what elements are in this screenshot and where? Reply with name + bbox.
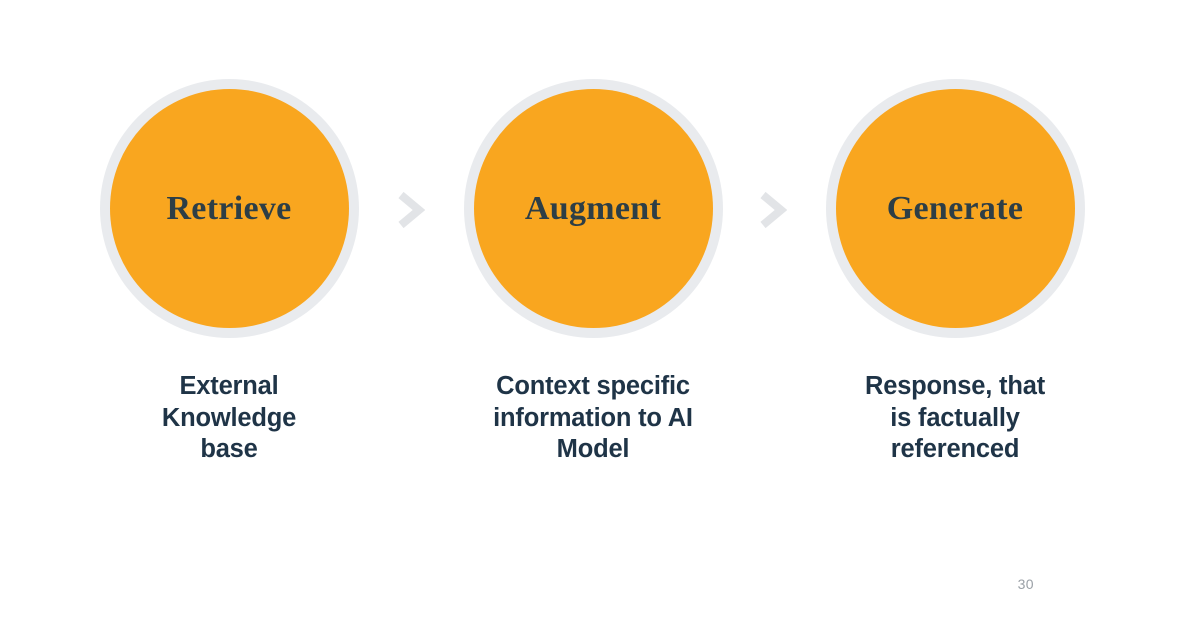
circle-disc: Generate [835,89,1075,328]
caption-line: referenced [890,435,1020,463]
caption-line: Model [556,435,630,463]
caption-line: information to AI [493,403,693,432]
caption-line: Context specific [496,372,690,400]
caption-line: is factually [890,403,1020,432]
caption-line: Knowledge [161,403,297,432]
flow-step-retrieve[interactable]: Retrieve External Knowledge base [79,79,379,466]
flow-step-augment[interactable]: Augment Context specific information to … [443,79,743,466]
step-caption-retrieve: External Knowledge base [79,371,379,466]
step-caption-augment: Context specific information to AI Model [443,371,743,466]
caption-line: Response, that [865,372,1045,400]
chevron-right-icon [749,187,795,233]
step-circle-augment[interactable]: Augment [463,79,723,338]
circle-label-generate: Generate [886,189,1024,227]
flow-step-generate[interactable]: Generate Response, that is factually ref… [805,79,1105,466]
circle-label-augment: Augment [524,189,662,227]
caption-line: base [200,435,258,463]
step-circle-generate[interactable]: Generate [825,79,1085,338]
page-number: 30 [1017,576,1034,592]
circle-disc: Retrieve [109,89,349,328]
chevron-right-icon [387,187,433,233]
step-caption-generate: Response, that is factually referenced [805,371,1105,466]
caption-line: External [179,372,279,400]
step-circle-retrieve[interactable]: Retrieve [99,79,359,338]
circle-label-retrieve: Retrieve [166,189,292,227]
circle-disc: Augment [473,89,713,328]
